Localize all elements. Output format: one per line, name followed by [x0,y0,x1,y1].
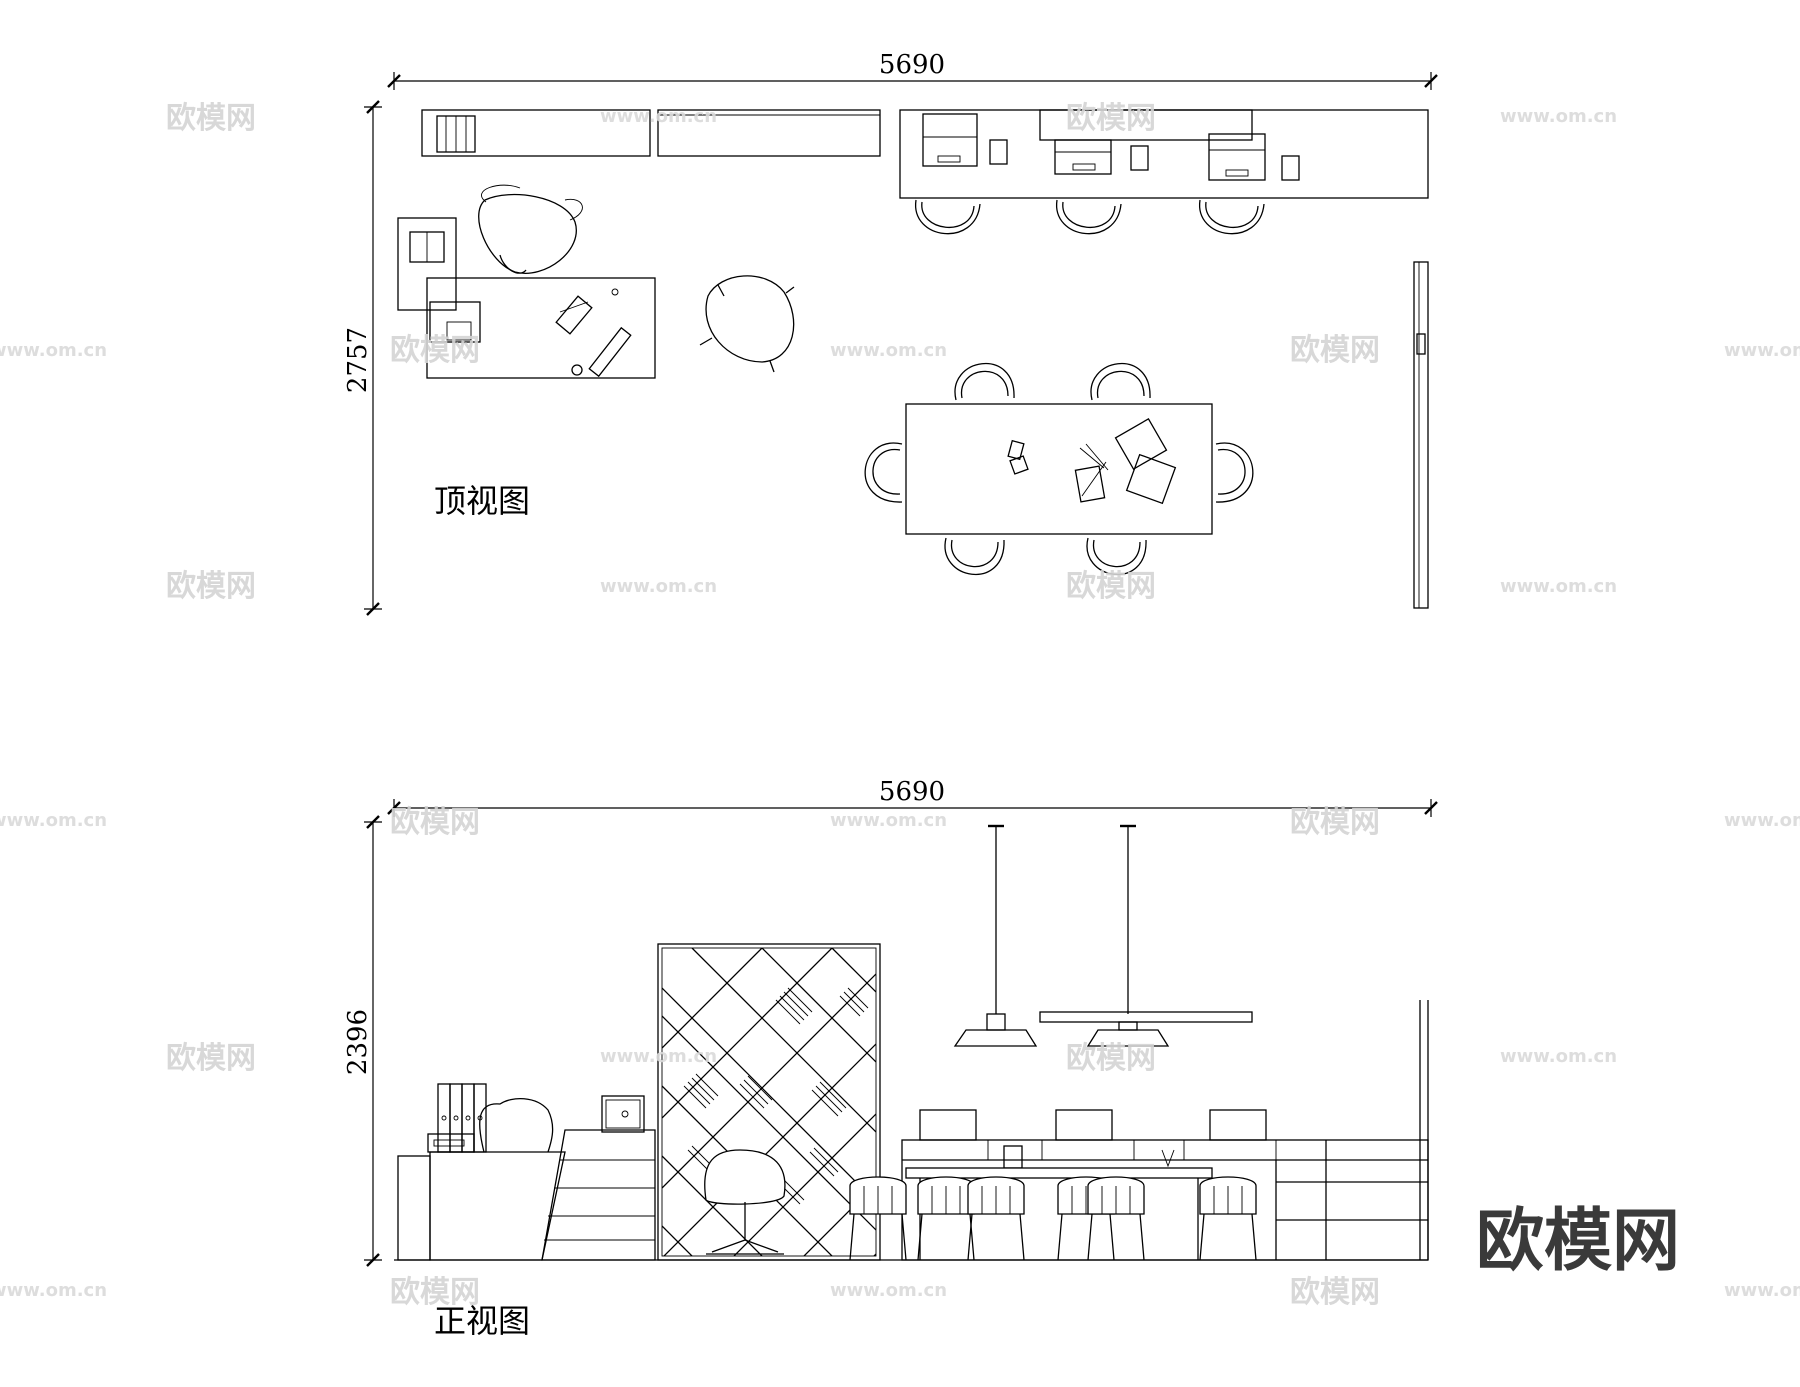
watermark-url: www.om.cn [1500,1046,1617,1067]
watermark-brand: 欧模网 [166,569,256,604]
top-view-label: 顶视图 [434,482,530,520]
front-width-value: 5690 [879,777,945,807]
work-counter-elevation [901,1000,1429,1261]
bookshelf-lattice [662,948,876,1256]
watermark-url: www.om.cn [600,576,717,597]
watermark-url: www.om.cn [830,1280,947,1301]
brand-logo: 欧模网 [1476,1202,1680,1281]
front-view-label: 正视图 [434,1302,530,1340]
watermark-brand: 欧模网 [166,101,256,136]
meeting-table-elevation [849,1167,1257,1261]
reception-desk-elevation [397,1083,656,1261]
watermark-url: www.om.cn [600,1046,717,1067]
watermark-brand: 欧模网 [1066,569,1156,604]
meeting-table-plan [864,362,1254,576]
watermark-url: www.om.cn [600,106,717,127]
front-height-value: 2396 [343,1009,373,1075]
watermark-url: www.om.cn [830,340,947,361]
watermark-brand: 欧模网 [1290,333,1380,368]
diagonal-bookshelf-elevation [657,943,881,1261]
front-width-dimension: 5690 [387,777,1438,817]
watermark-brand: 欧模网 [390,1275,480,1310]
top-view-plan: 5690 2757 [343,50,1438,616]
swivel-chair-elevation [704,1149,786,1255]
watermark-url: www.om.cn [830,810,947,831]
watermark-brand: 欧模网 [166,1041,256,1076]
watermark-url: www.om.cn [1724,1280,1800,1301]
watermark-url: www.om.cn [1724,810,1800,831]
watermark-brand: 欧模网 [1066,101,1156,136]
front-view-elevation: 5690 2396 [343,777,1438,1340]
counter-chairs-plan [915,199,1265,235]
lounge-chair-plan [699,275,795,373]
work-counter-plan [899,109,1429,199]
front-height-dimension: 2396 [343,815,382,1267]
watermark-brand: 欧模网 [1290,805,1380,840]
watermark-brand: 欧模网 [1290,1275,1380,1310]
watermark-url: www.om.cn [0,810,107,831]
watermark-url: www.om.cn [1724,340,1800,361]
top-height-dimension: 2757 [343,100,382,616]
watermark-brand: 欧模网 [1066,1041,1156,1076]
watermark-url: www.om.cn [1500,106,1617,127]
office-desk-plan [397,184,656,379]
watermarks: 欧模网 欧模网 欧模网 欧模网 欧模网 欧模网 欧模网 欧模网 欧模网 欧模网 … [0,101,1800,1310]
bar-chairs-elevation [849,1176,1257,1261]
watermark-url: www.om.cn [0,1280,107,1301]
top-width-value: 5690 [879,50,945,80]
top-height-value: 2757 [343,327,373,393]
wall-cabinet-plan [421,109,881,157]
watermark-url: www.om.cn [1500,576,1617,597]
bookshelf-books [683,987,869,1205]
watermark-brand: 欧模网 [390,333,480,368]
watermark-url: www.om.cn [0,340,107,361]
pendant-lights-elevation [953,824,1253,1047]
right-wall-panel-plan [1413,261,1429,609]
top-width-dimension: 5690 [387,50,1438,90]
watermark-brand: 欧模网 [390,805,480,840]
